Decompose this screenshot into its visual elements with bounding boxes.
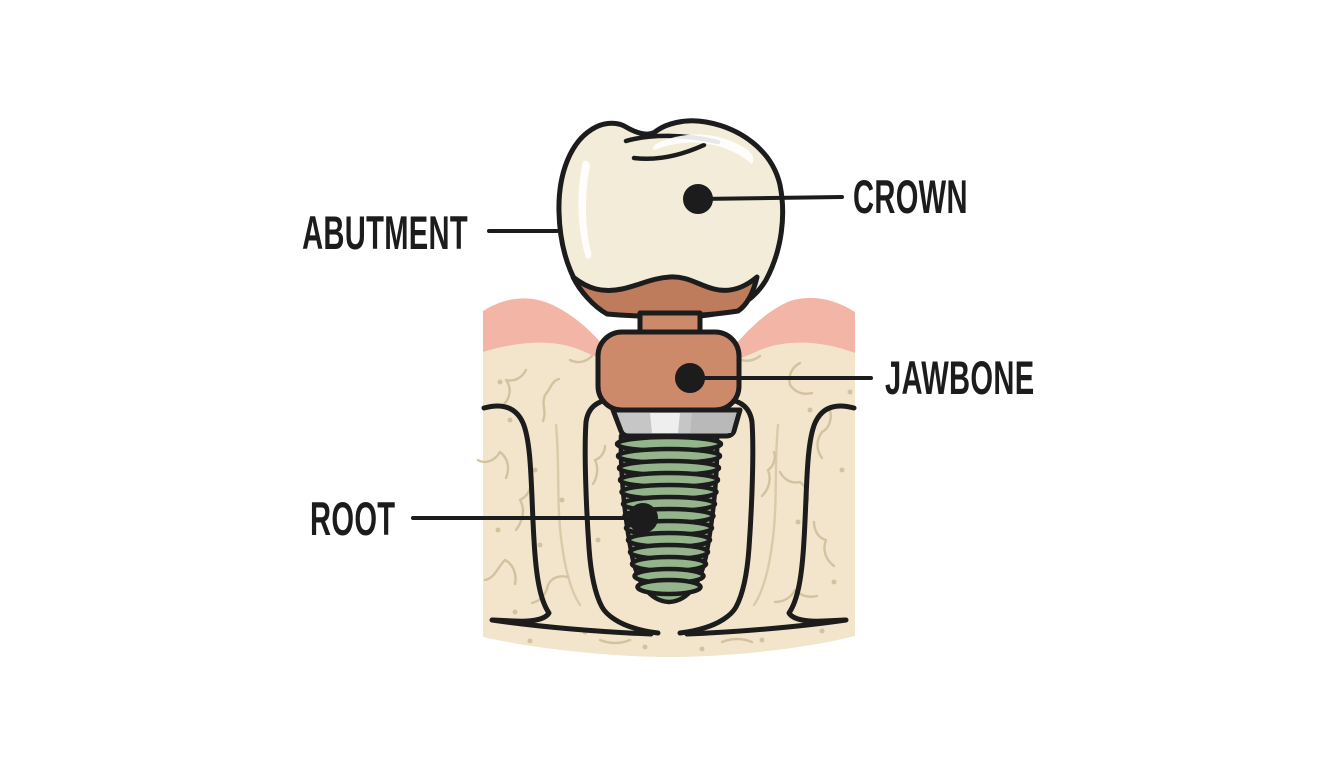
texture-line: [541, 377, 561, 423]
texture-line: [812, 520, 836, 568]
crown-highlight-top-right: [652, 134, 754, 164]
texture-dot: [807, 407, 813, 413]
texture-dot: [699, 646, 705, 652]
texture-line: [483, 558, 517, 586]
texture-dot: [819, 628, 825, 634]
texture-line: [554, 423, 582, 607]
socket-right-inner: [677, 396, 756, 636]
implant-screw: [614, 433, 724, 605]
root-dot: [628, 503, 658, 533]
jawbone-dot: [675, 363, 705, 393]
texture-line: [720, 637, 754, 644]
socket-floor-left: [489, 617, 654, 637]
annotation-leaders: [411, 184, 873, 533]
texture-dot: [495, 527, 501, 533]
jawbone-label: JAWBONE: [885, 353, 1034, 405]
crown-highlights: [578, 134, 754, 259]
crown-label: CROWN: [853, 172, 968, 224]
crown-cervical-base: [570, 274, 760, 319]
socket-floor-right: [684, 617, 849, 637]
socket-right-outer: [786, 403, 857, 624]
root-label: ROOT: [310, 494, 395, 546]
texture-line: [502, 368, 528, 406]
texture-dot: [759, 637, 765, 643]
gum-tissue: [483, 297, 855, 374]
socket-outlines: [481, 396, 857, 637]
texture-line: [752, 423, 780, 607]
texture-dot: [497, 379, 503, 385]
texture-dot: [795, 519, 801, 525]
texture-dot: [847, 389, 853, 395]
texture-dot: [559, 497, 565, 503]
collar-highlight: [650, 413, 680, 433]
crown-leader-line: [696, 195, 844, 201]
annotation-labels: ABUTMENT CROWN JAWBONE ROOT: [302, 172, 1034, 546]
texture-line: [788, 361, 814, 395]
texture-dot: [507, 417, 513, 423]
texture-dot: [537, 542, 543, 548]
texture-dot: [595, 537, 601, 543]
texture-line: [476, 450, 510, 480]
texture-dot: [642, 644, 648, 650]
texture-line: [591, 444, 607, 486]
texture-dot: [527, 638, 533, 644]
texture-dot: [512, 609, 518, 615]
texture-line: [816, 408, 832, 460]
fissure-line: [631, 142, 707, 161]
texture-dot: [532, 467, 538, 473]
implant-collar: [610, 407, 743, 439]
collar-shade: [690, 413, 736, 433]
texture-line: [760, 450, 776, 498]
socket-left-inner: [582, 396, 661, 636]
crown-highlight-left: [578, 160, 592, 259]
crown-dot: [683, 184, 713, 214]
implant-abutment-body: [595, 329, 742, 413]
abutment-label: ABUTMENT: [302, 208, 468, 260]
texture-line: [568, 354, 594, 364]
screw-thread: [635, 577, 703, 597]
texture-dot: [831, 579, 837, 585]
texture-line: [598, 638, 632, 645]
socket-left-outer: [481, 403, 552, 624]
texture-dot: [839, 467, 845, 473]
